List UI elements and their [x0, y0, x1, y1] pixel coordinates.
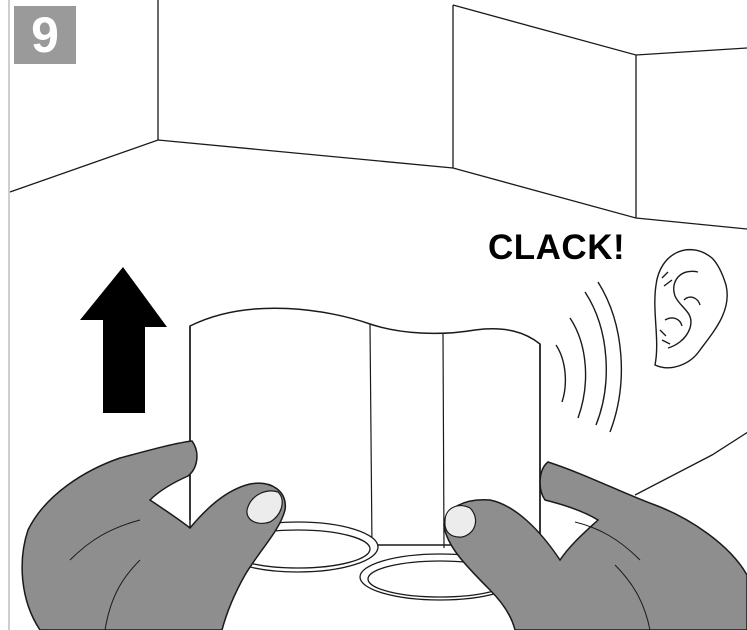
right-hand: [443, 461, 747, 630]
clack-sound-label: CLACK!: [488, 228, 626, 267]
room-outline: [9, 0, 747, 496]
lamp-base-rings: [217, 521, 521, 601]
left-hand: [21, 440, 287, 630]
up-arrow-icon: [80, 267, 167, 413]
sound-wave-icon: [555, 281, 622, 433]
ear-icon: [654, 248, 728, 369]
lamp-housing: [189, 307, 541, 549]
step-number-badge: 9: [14, 6, 76, 64]
